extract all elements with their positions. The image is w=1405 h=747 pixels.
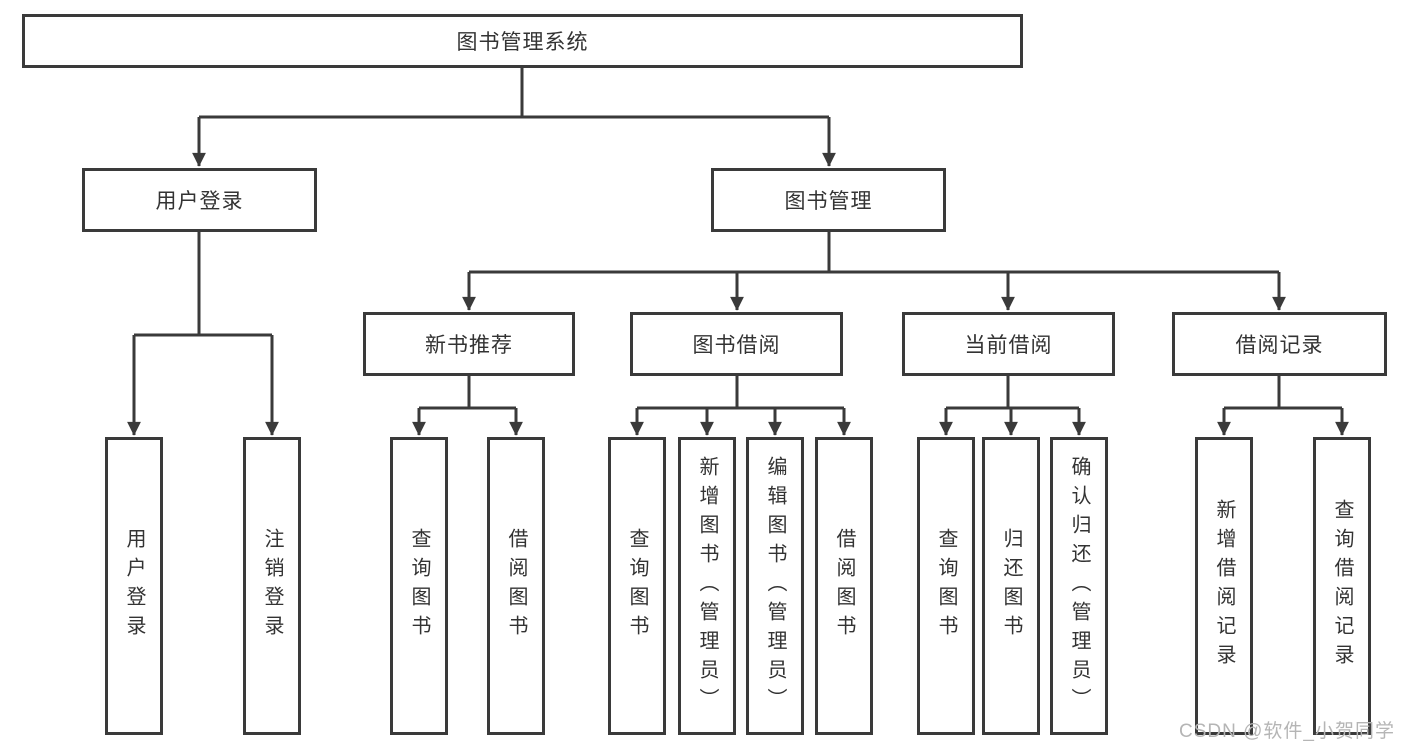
node-borrow-record-label: 借阅记录: [1235, 334, 1324, 357]
leaf-nb-query-book: 查询图书: [390, 437, 448, 735]
csdn-watermark: CSDN @软件_小贺同学: [1179, 721, 1395, 742]
leaf-bb-query-book-label: 查询图书: [626, 528, 648, 644]
leaf-nb-borrow-book: 借阅图书: [487, 437, 545, 735]
connector-book-borrow-children: [630, 376, 851, 436]
leaf-bb-borrow-book-label: 借阅图书: [833, 528, 855, 644]
connector-user-login-children: [127, 232, 279, 436]
node-new-book-recommend-label: 新书推荐: [425, 334, 513, 357]
leaf-user-login-label: 用户登录: [123, 528, 145, 644]
leaf-bb-edit-book-admin-label: 编辑图书（管理员）: [764, 455, 786, 717]
leaf-bb-query-book: 查询图书: [608, 437, 666, 735]
node-book-borrow-label: 图书借阅: [692, 334, 781, 357]
leaf-nb-borrow-book-label: 借阅图书: [505, 528, 527, 644]
leaf-bb-add-book-admin: 新增图书（管理员）: [678, 437, 736, 735]
node-book-management-label: 图书管理: [784, 190, 873, 213]
connector-borrow-record-children: [1217, 376, 1349, 436]
node-user-login: 用户登录: [82, 168, 317, 232]
leaf-br-query-record-label: 查询借阅记录: [1331, 499, 1353, 673]
node-borrow-record: 借阅记录: [1172, 312, 1387, 376]
leaf-bb-add-book-admin-label: 新增图书（管理员）: [696, 455, 718, 717]
connector-book-management-children: [462, 232, 1286, 311]
node-book-management: 图书管理: [711, 168, 946, 232]
leaf-br-add-record: 新增借阅记录: [1195, 437, 1253, 735]
node-book-borrow: 图书借阅: [630, 312, 843, 376]
leaf-cb-return-book: 归还图书: [982, 437, 1040, 735]
leaf-bb-edit-book-admin: 编辑图书（管理员）: [746, 437, 804, 735]
leaf-bb-borrow-book: 借阅图书: [815, 437, 873, 735]
node-root-system-label: 图书管理系统: [456, 31, 589, 54]
leaf-cb-return-book-label: 归还图书: [1000, 528, 1022, 644]
node-new-book-recommend: 新书推荐: [363, 312, 575, 376]
leaf-user-login: 用户登录: [105, 437, 163, 735]
connector-root-to-level2: [192, 68, 836, 167]
leaf-nb-query-book-label: 查询图书: [408, 528, 430, 644]
connector-new-book-recommend-children: [412, 376, 523, 436]
leaf-cb-query-book-label: 查询图书: [935, 528, 957, 644]
leaf-br-query-record: 查询借阅记录: [1313, 437, 1371, 735]
leaf-logout-label: 注销登录: [261, 528, 283, 644]
node-user-login-label: 用户登录: [155, 190, 244, 213]
leaf-cb-confirm-return-admin-label: 确认归还（管理员）: [1068, 455, 1090, 717]
node-root-system: 图书管理系统: [22, 14, 1023, 68]
leaf-cb-confirm-return-admin: 确认归还（管理员）: [1050, 437, 1108, 735]
leaf-logout: 注销登录: [243, 437, 301, 735]
connector-current-borrow-children: [939, 376, 1086, 436]
leaf-br-add-record-label: 新增借阅记录: [1213, 499, 1235, 673]
node-current-borrow: 当前借阅: [902, 312, 1115, 376]
leaf-cb-query-book: 查询图书: [917, 437, 975, 735]
node-current-borrow-label: 当前借阅: [964, 334, 1053, 357]
